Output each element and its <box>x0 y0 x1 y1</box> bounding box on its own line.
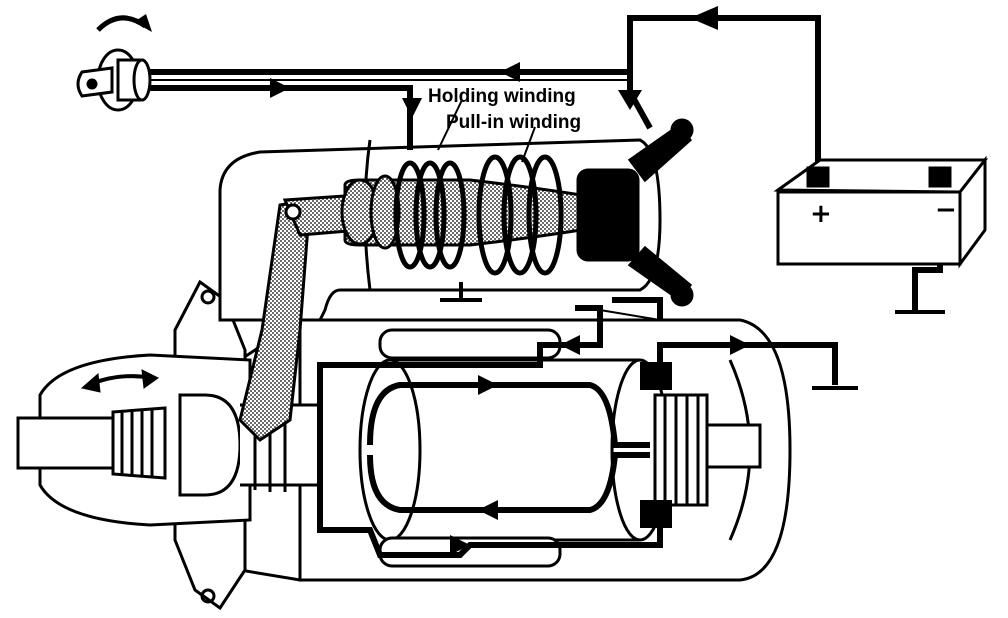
field-pole-top <box>378 328 562 360</box>
battery-positive-terminal: + <box>810 199 832 229</box>
brushes <box>640 362 672 528</box>
pullin-winding-leader <box>521 126 536 163</box>
holding-winding-label: Holding winding <box>428 86 576 107</box>
battery-negative-terminal: − <box>935 195 957 225</box>
holding-winding-leader <box>437 99 463 151</box>
rotation-arrow-icon <box>80 369 159 393</box>
solenoid-contacts <box>576 118 694 307</box>
pullin-winding-label: Pull-in winding <box>446 112 581 133</box>
ground-symbol-icon <box>440 282 945 390</box>
rotation-arrow-icon <box>96 14 152 32</box>
battery-icon <box>773 155 989 269</box>
wiring-thin <box>140 79 661 321</box>
current-flow-arrow-icon <box>270 6 750 555</box>
ignition-key-icon <box>76 48 152 112</box>
holding-winding <box>393 160 467 270</box>
pull-in-winding <box>476 154 564 276</box>
